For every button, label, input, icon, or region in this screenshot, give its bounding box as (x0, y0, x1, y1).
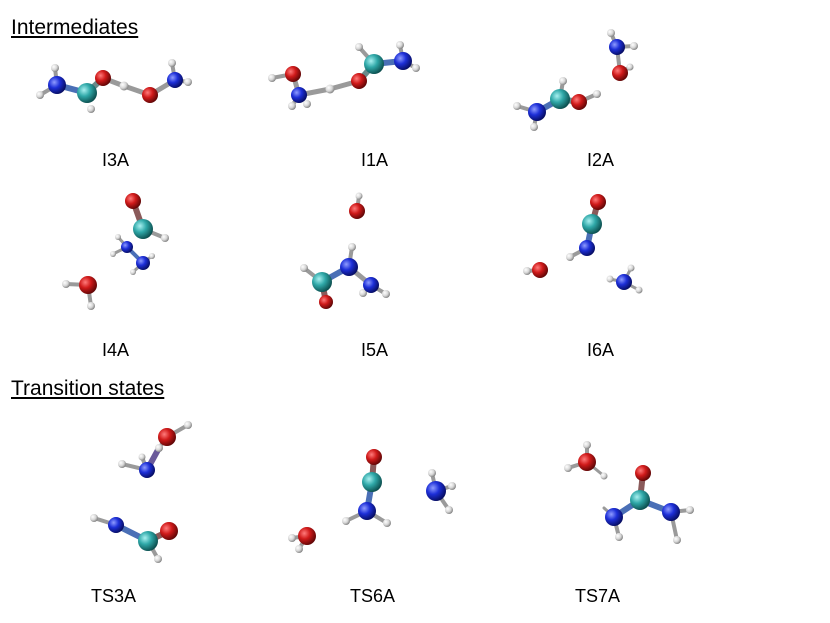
label-i5a: I5A (361, 340, 389, 360)
label-ts7a: TS7A (575, 586, 621, 606)
section-title-transition-states: Transition states (11, 377, 165, 400)
label-i2a: I2A (587, 150, 615, 170)
molecule-i1a (268, 41, 420, 110)
label-i3a: I3A (102, 150, 130, 170)
molecule-i6a (523, 194, 643, 294)
molecule-i3a (36, 59, 192, 113)
label-ts6a: TS6A (350, 586, 396, 606)
molecule-i4a (62, 193, 169, 310)
label-i1a: I1A (361, 150, 389, 170)
molecule-ts6a (288, 449, 456, 553)
molecule-i2a (513, 29, 638, 131)
label-i4a: I4A (102, 340, 130, 360)
section-title-intermediates: Intermediates (11, 16, 139, 39)
molecule-ts3a (90, 421, 192, 563)
label-ts3a: TS3A (91, 586, 137, 606)
label-i6a: I6A (587, 340, 615, 360)
molecule-ts7a (564, 441, 694, 544)
molecule-i5a (300, 192, 390, 309)
